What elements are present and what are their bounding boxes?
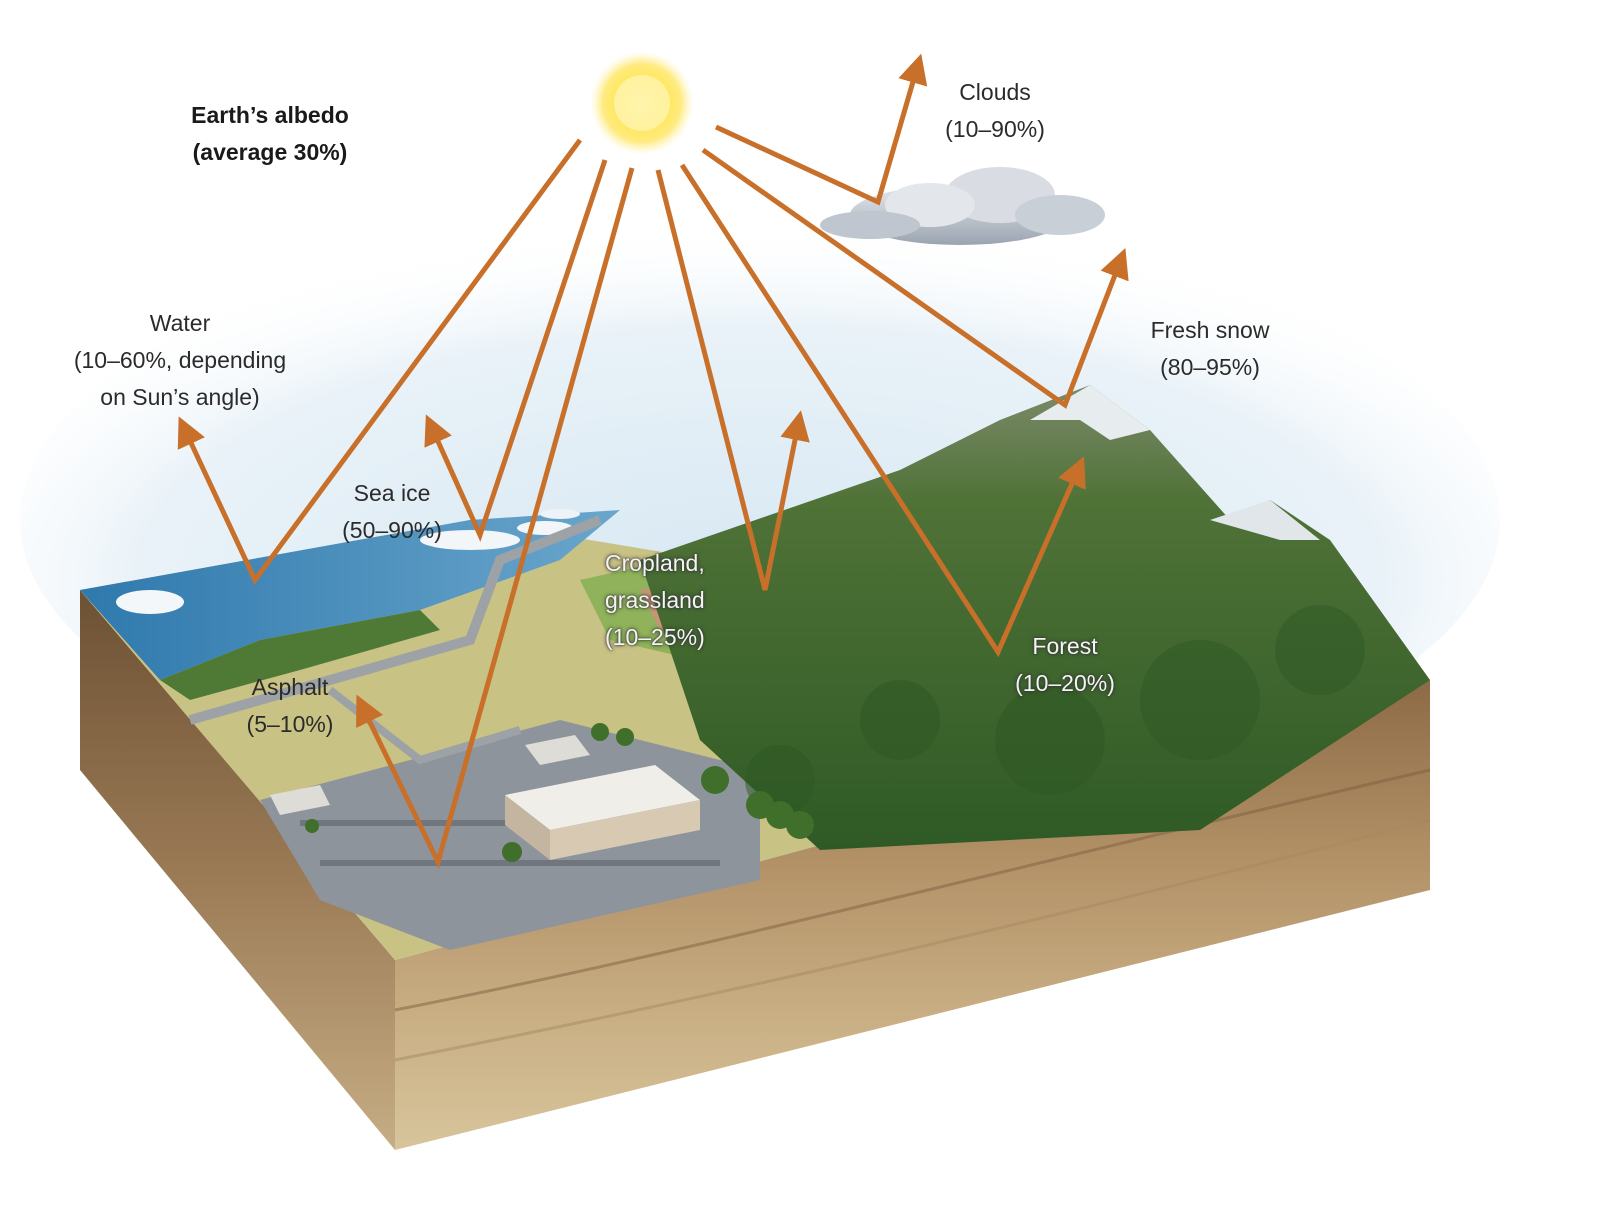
label-fresh-snow: Fresh snow (80–95%)	[1150, 317, 1270, 380]
label-forest: Forest (10–20%)	[1015, 633, 1115, 696]
arrow-forest	[679, 163, 1086, 658]
reflection-arrows	[177, 53, 1129, 870]
store-building	[505, 765, 700, 860]
arrow-clouds	[714, 53, 928, 206]
soil-left-face	[80, 590, 395, 1150]
label-asphalt: Asphalt (5–10%)	[246, 674, 334, 737]
label-sea-ice: Sea ice (50–90%)	[342, 480, 442, 543]
cloud-graphic	[820, 167, 1105, 245]
label-water: Water (10–60%, depending on Sun’s angle)	[73, 310, 287, 410]
ocean-area	[80, 510, 620, 680]
arrow-water	[177, 138, 583, 585]
snow-cap	[1030, 385, 1150, 440]
arrow-cropland	[655, 169, 810, 591]
diagram-title: Earth’s albedo (average 30%)	[191, 102, 349, 165]
arrow-fresh-snow	[701, 147, 1129, 409]
arrow-asphalt	[356, 167, 635, 870]
label-cropland: Cropland, grassland (10–25%)	[605, 550, 705, 650]
arrow-sea-ice	[424, 159, 608, 542]
label-clouds: Clouds (10–90%)	[945, 79, 1045, 142]
